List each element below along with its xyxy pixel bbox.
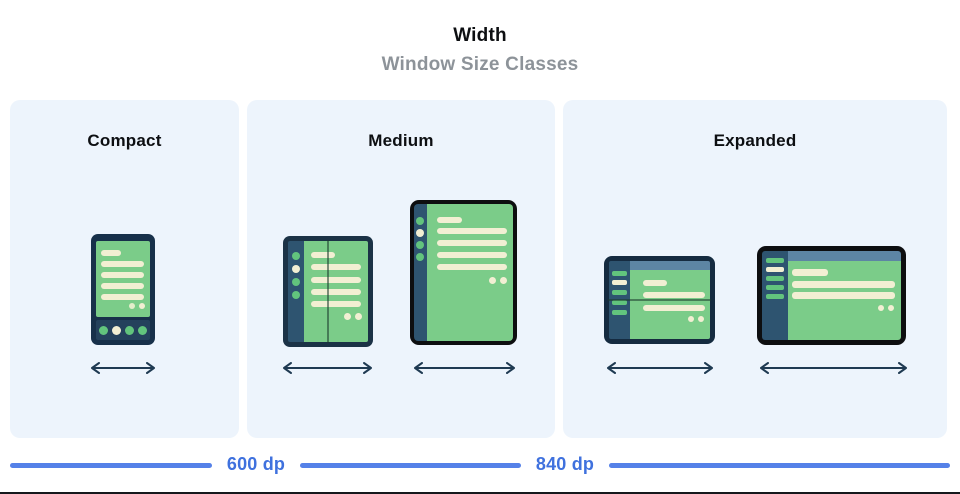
text-line-placeholder — [311, 289, 361, 295]
rail-bar — [766, 267, 784, 272]
rail-dot — [416, 217, 424, 225]
rail-bar — [766, 285, 784, 290]
diagram-subtitle: Window Size Classes — [381, 54, 579, 75]
screen-dot — [878, 305, 884, 311]
rail-bar — [612, 280, 627, 285]
screen-dot — [139, 303, 145, 309]
fold-crease — [608, 299, 711, 301]
width-arrow-icon — [414, 362, 515, 374]
phone-screen — [96, 241, 150, 317]
screen-dot — [489, 277, 496, 284]
nav-dot — [125, 325, 134, 335]
text-line-placeholder — [101, 272, 144, 278]
ruler-segment — [10, 463, 212, 468]
screen-dot — [129, 303, 135, 309]
rail-dot — [416, 253, 424, 261]
panel-compact: Compact — [10, 100, 239, 438]
rail-bar — [612, 300, 627, 305]
nav-dot — [112, 325, 121, 335]
foldable-mockup — [283, 236, 373, 347]
panel-medium: Medium — [247, 100, 555, 438]
foldable-landscape-mockup — [604, 256, 715, 344]
panel-medium-label: Medium — [368, 131, 434, 150]
panel-compact-label: Compact — [87, 131, 162, 150]
foldable-screen — [304, 241, 368, 342]
panel-expanded: Expanded — [563, 100, 947, 438]
rail-bar — [612, 271, 627, 276]
screen-dot — [344, 313, 351, 320]
width-arrow-icon — [760, 362, 907, 374]
screen-dot — [688, 316, 694, 322]
laptop-screen — [630, 270, 710, 339]
nav-rail — [762, 251, 788, 340]
width-arrow-icon — [283, 362, 372, 374]
tablet-portrait-mockup — [410, 200, 517, 345]
rail-bar — [766, 276, 784, 281]
rail-dot — [292, 265, 300, 273]
breakpoint-600dp-label: 600 dp — [226, 454, 286, 474]
text-line-placeholder — [311, 264, 361, 270]
rail-bar — [612, 290, 627, 295]
rail-bar — [766, 294, 784, 299]
screen-dot — [500, 277, 507, 284]
text-line-placeholder — [643, 280, 667, 286]
nav-dot — [138, 325, 147, 335]
text-line-placeholder — [643, 305, 705, 311]
nav-rail — [414, 204, 427, 341]
diagram-title: Width — [453, 25, 507, 46]
desktop-screen — [788, 261, 901, 340]
nav-rail — [288, 241, 304, 342]
text-line-placeholder — [311, 277, 361, 283]
top-app-bar — [788, 251, 901, 261]
screen-column — [630, 261, 710, 339]
text-line-placeholder — [792, 269, 828, 276]
breakpoint-840dp-label: 840 dp — [535, 454, 595, 474]
rail-bar — [612, 310, 627, 315]
panel-expanded-label: Expanded — [713, 131, 797, 150]
tablet-screen — [427, 204, 513, 341]
phone-navbar — [96, 320, 150, 340]
tablet-landscape-mockup — [757, 246, 906, 345]
rail-dot — [292, 278, 300, 286]
top-app-bar — [630, 261, 710, 270]
text-line-placeholder — [101, 283, 144, 289]
text-line-placeholder — [437, 217, 462, 223]
screen-column — [788, 251, 901, 340]
rail-dot — [416, 241, 424, 249]
text-line-placeholder — [792, 281, 895, 288]
width-arrow-icon — [91, 362, 155, 374]
nav-dot — [99, 325, 108, 335]
rail-bar — [766, 258, 784, 263]
rail-dot — [292, 252, 300, 260]
width-arrow-icon — [607, 362, 713, 374]
text-line-placeholder — [437, 228, 507, 234]
screen-dot — [888, 305, 894, 311]
ruler-segment — [300, 463, 521, 468]
fold-crease — [327, 240, 329, 343]
text-line-placeholder — [311, 252, 335, 258]
text-line-placeholder — [437, 264, 507, 270]
screen-dot — [698, 316, 704, 322]
ruler-segment — [609, 463, 950, 468]
text-line-placeholder — [101, 250, 121, 256]
text-line-placeholder — [437, 252, 507, 258]
text-line-placeholder — [101, 294, 144, 300]
rail-dot — [292, 291, 300, 299]
text-line-placeholder — [792, 292, 895, 299]
phone-mockup — [91, 234, 155, 345]
text-line-placeholder — [101, 261, 144, 267]
text-line-placeholder — [437, 240, 507, 246]
text-line-placeholder — [643, 292, 705, 298]
text-line-placeholder — [311, 301, 361, 307]
screen-dot — [355, 313, 362, 320]
rail-dot — [416, 229, 424, 237]
